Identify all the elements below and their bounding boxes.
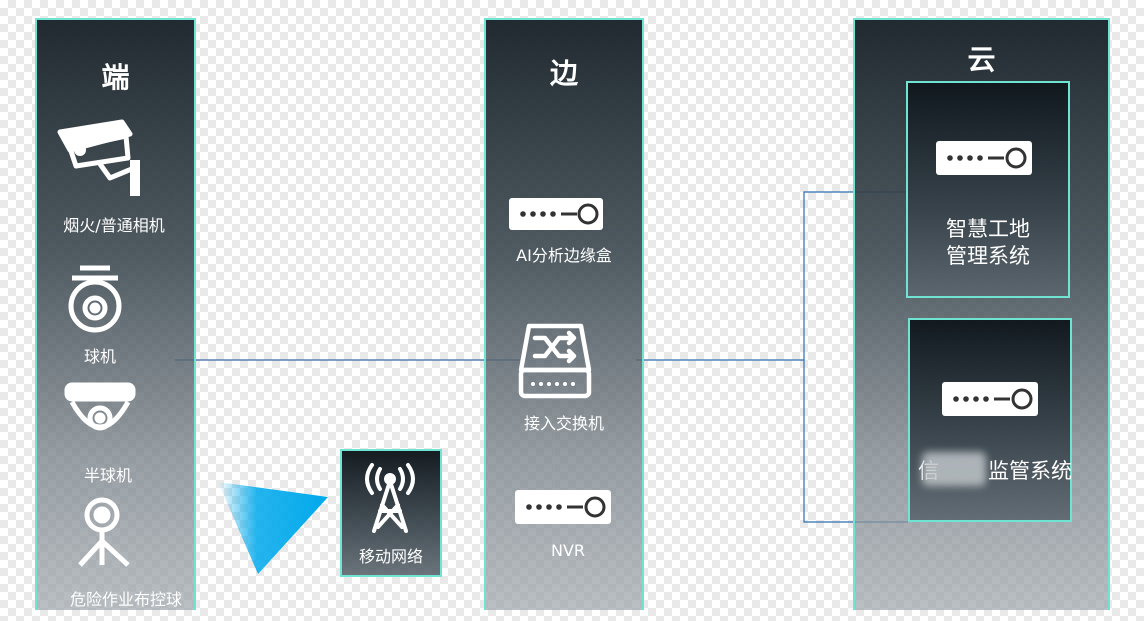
end-device-label: 半球机: [83, 466, 132, 485]
edge-device-label: AI分析边缘盒: [516, 246, 612, 265]
cloud-system-box: 智慧工地 管理系统: [906, 81, 1070, 298]
server-box-icon: [515, 490, 611, 524]
server-box-icon: [936, 141, 1032, 175]
end-device-label: 球机: [83, 347, 116, 366]
signal-tower-icon: [365, 463, 415, 533]
end-column-title: 端: [101, 61, 130, 94]
end-device-label: 烟火/普通相机: [63, 216, 165, 235]
dome-camera-icon: [68, 265, 122, 333]
hemisphere-camera-icon: [64, 382, 136, 431]
edge-device-label: NVR: [550, 541, 586, 560]
cloud-column-title: 云: [967, 43, 996, 76]
redacted-text-blur: [922, 452, 986, 486]
end-device-label: 危险作业布控球: [69, 590, 182, 609]
mobile-network-box: 移动网络: [340, 449, 442, 577]
server-box-icon: [509, 198, 603, 230]
bullet-camera-icon: [57, 119, 140, 196]
network-label: 移动网络: [358, 547, 423, 566]
edge-column: 边: [484, 18, 644, 610]
cloud-system-label: 管理系统: [946, 244, 1030, 268]
edge-device-label: 接入交换机: [523, 414, 604, 433]
edge-column-title: 边: [549, 57, 578, 90]
cloud-system-label-suffix: 监管系统: [988, 459, 1072, 483]
wireless-beam: [218, 482, 328, 574]
tripod-camera-icon: [78, 497, 130, 567]
switch-icon: [518, 323, 592, 399]
cloud-system-label: 智慧工地: [946, 217, 1030, 241]
cloud-system-box: 信 监管系统: [908, 318, 1072, 522]
server-box-icon: [942, 382, 1038, 416]
